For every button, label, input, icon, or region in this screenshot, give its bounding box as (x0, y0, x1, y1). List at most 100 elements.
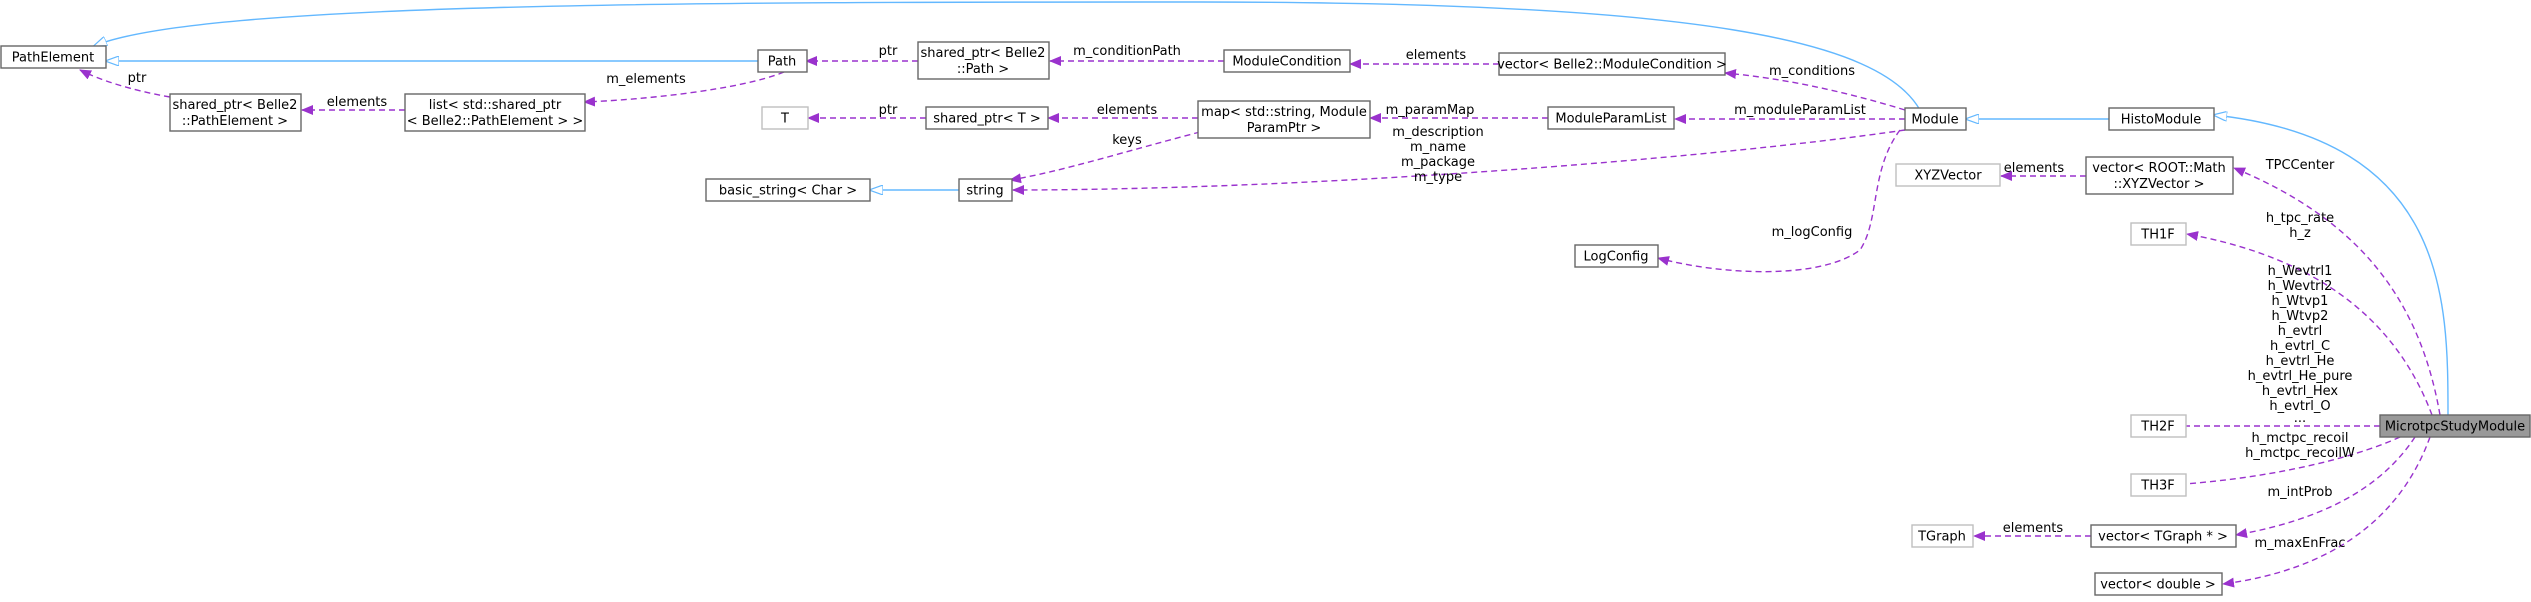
node-histo-module[interactable]: HistoModule (2108, 107, 2215, 131)
edge-label-h-mctpc-recoil: h_mctpc_recoil (2252, 431, 2349, 446)
node-label: TGraph (1917, 530, 1966, 545)
edge-label-m-conditionpath: m_conditionPath (1073, 44, 1181, 59)
edge-label-th2f-members: h_Wevtrl1 h_Wevtrl2 h_Wtvp1 h_Wtvp2 h_ev… (2248, 264, 2353, 426)
node-label-line2: ParamPtr > (1247, 121, 1322, 136)
node-label-line1: list< std::shared_ptr (429, 98, 562, 113)
edge-label-h-z: h_z (2289, 226, 2311, 241)
node-module-condition[interactable]: ModuleCondition (1223, 49, 1351, 73)
node-vector-module-condition[interactable]: vector< Belle2::ModuleCondition > (1497, 52, 1727, 76)
node-label: string (966, 184, 1003, 199)
edge-label-h-evtrl-he: h_evtrl_He (2266, 354, 2335, 369)
node-log-config[interactable]: LogConfig (1574, 244, 1659, 268)
node-xyz-vector[interactable]: XYZVector (1895, 163, 2001, 187)
edge-label-keys: keys (1112, 133, 1142, 148)
edge-label-m-name: m_name (1410, 140, 1466, 155)
node-vector-double[interactable]: vector< double > (2094, 572, 2223, 596)
edge-microtpc-to-vectordouble (2222, 436, 2431, 588)
node-label-line1: shared_ptr< Belle2 (173, 98, 298, 113)
node-shared-ptr-path[interactable]: shared_ptr< Belle2 ::Path > (917, 41, 1050, 80)
edge-module-to-string (1012, 129, 1906, 195)
node-label-line2: ::PathElement > (182, 114, 288, 129)
edge-label-th3f-members: h_mctpc_recoil h_mctpc_recoilW (2245, 431, 2355, 461)
edge-label-m-elements: m_elements (606, 72, 686, 87)
edge-label-h-evtrl-o: h_evtrl_O (2269, 399, 2330, 414)
edge-label-h-wevtrl2: h_Wevtrl2 (2268, 279, 2333, 294)
node-basic-string[interactable]: basic_string< Char > (705, 178, 871, 202)
node-label: LogConfig (1584, 250, 1649, 265)
node-label: TH3F (2140, 479, 2174, 494)
edge-label-ptr-path: ptr (879, 44, 898, 59)
node-label-line2: ::Path > (957, 62, 1009, 77)
edge-label-elements-conditions: elements (1406, 48, 1467, 63)
node-shared-ptr-path-element[interactable]: shared_ptr< Belle2 ::PathElement > (169, 93, 302, 132)
edge-label-h-tpc-rate: h_tpc_rate (2266, 211, 2334, 226)
edge-module-to-logconfig (1657, 129, 1901, 273)
node-label-line1: vector< ROOT::Math (2092, 161, 2226, 176)
edge-label-tpccenter: TPCCenter (2265, 158, 2335, 173)
edge-module-to-pathelement (94, 1, 1921, 111)
node-label: vector< double > (2100, 578, 2216, 593)
edge-microtpc-to-vectortgraph (2235, 436, 2416, 538)
node-label: XYZVector (1914, 169, 1982, 184)
node-path[interactable]: Path (757, 49, 808, 73)
node-vector-xyz-vector[interactable]: vector< ROOT::Math ::XYZVector > (2085, 156, 2234, 195)
edge-label-h-wtvp2: h_Wtvp2 (2272, 309, 2329, 324)
edge-label-h-evtrl-c: h_evtrl_C (2270, 339, 2330, 354)
node-t[interactable]: T (761, 106, 809, 130)
edge-label-elements-tgraph: elements (2003, 521, 2064, 536)
edge-label-th1f-members: h_tpc_rate h_z (2266, 211, 2334, 241)
node-label: shared_ptr< T > (933, 112, 1040, 127)
node-label-line2: ::XYZVector > (2114, 177, 2205, 192)
node-label: Module (1911, 113, 1958, 128)
node-th2f[interactable]: TH2F (2130, 414, 2187, 438)
edge-label-h-evtrl-he-pure: h_evtrl_He_pure (2248, 369, 2353, 384)
edge-label-h-wevtrl1: h_Wevtrl1 (2268, 264, 2333, 279)
node-label-line2: < Belle2::PathElement > > (407, 114, 584, 129)
node-label: TH2F (2140, 420, 2174, 435)
node-module[interactable]: Module (1904, 107, 1967, 131)
node-th3f[interactable]: TH3F (2130, 473, 2187, 497)
node-label: T (780, 112, 789, 127)
node-module-param-list[interactable]: ModuleParamList (1547, 106, 1675, 130)
edge-label-elements-list: elements (327, 95, 388, 110)
node-label-line1: map< std::string, Module (1201, 105, 1367, 120)
node-label: vector< TGraph * > (2098, 530, 2228, 545)
edge-path-to-list (583, 71, 785, 107)
edge-microtpc-to-th1f (2186, 231, 2433, 416)
node-label: HistoModule (2121, 113, 2201, 128)
edge-label-ptr-pathelement: ptr (128, 71, 147, 86)
edge-label-m-logconfig: m_logConfig (1772, 225, 1853, 240)
node-shared-ptr-t[interactable]: shared_ptr< T > (925, 106, 1049, 130)
node-microtpc-study-module[interactable]: MicrotpcStudyModule (2379, 414, 2531, 438)
edge-microtpc-to-histomodule (2214, 115, 2449, 416)
node-list-shared-ptr[interactable]: list< std::shared_ptr < Belle2::PathElem… (404, 93, 586, 132)
edge-label-h-evtrl: h_evtrl (2278, 324, 2322, 339)
node-label: TH1F (2140, 228, 2174, 243)
node-path-element[interactable]: PathElement (0, 45, 107, 69)
node-label: Path (768, 55, 797, 70)
node-label: MicrotpcStudyModule (2385, 420, 2525, 435)
node-vector-tgraph[interactable]: vector< TGraph * > (2090, 524, 2237, 548)
node-label: ModuleParamList (1555, 112, 1666, 127)
edge-label-ptr-t: ptr (879, 103, 898, 118)
edge-label-m-type: m_type (1414, 170, 1462, 185)
edge-label-h-wtvp1: h_Wtvp1 (2272, 294, 2329, 309)
node-map-param[interactable]: map< std::string, Module ParamPtr > (1197, 100, 1371, 139)
edge-microtpc-to-vectorxyz (2233, 167, 2441, 416)
edge-label-elements-map: elements (1097, 103, 1158, 118)
edge-label-m-intprob: m_intProb (2268, 485, 2333, 500)
edge-label-m-description: m_description (1392, 125, 1483, 140)
edge-label-m-conditions: m_conditions (1769, 64, 1855, 79)
edge-sharedptr-pathelement (79, 69, 171, 98)
node-string[interactable]: string (958, 178, 1013, 202)
edge-label-h-evtrl-hex: h_evtrl_Hex (2262, 384, 2339, 399)
node-tgraph[interactable]: TGraph (1911, 524, 1974, 548)
edge-label-string-members: m_description m_name m_package m_type (1392, 125, 1483, 185)
node-label-line1: shared_ptr< Belle2 (921, 46, 1046, 61)
edge-label-m-moduleparamlist: m_moduleParamList (1734, 103, 1866, 118)
edge-label-m-package: m_package (1401, 155, 1475, 170)
node-th1f[interactable]: TH1F (2130, 222, 2187, 246)
node-label: PathElement (12, 51, 94, 66)
edge-label-elements-xyz: elements (2004, 161, 2065, 176)
